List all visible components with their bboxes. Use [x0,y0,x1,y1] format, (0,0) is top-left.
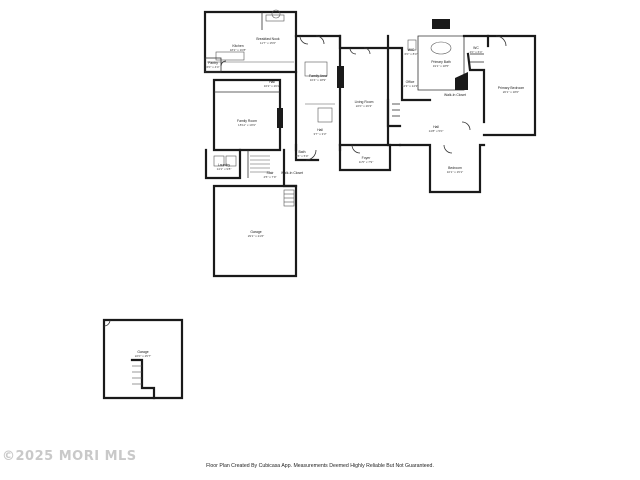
room-label-hall-upper: Hall [269,80,275,84]
garage-main [212,184,298,278]
room-dim-pantry: 6'0" x 4'4" [206,65,219,69]
room-label-bedroom: Bedroom [448,166,462,170]
room-label-walk-in-closet: Walk-In Closet [444,93,466,97]
room-label-living-room: Living Room [355,100,374,104]
floor-plan-disclaimer: Floor Plan Created By Cubicasa App. Meas… [206,463,434,469]
mls-watermark: ©2025 MORI MLS [2,449,137,464]
room-label-wc: WC [473,46,479,50]
living-room-block [338,34,402,147]
room-label-kitchen: Kitchen [232,44,243,48]
room-label-garage-detached: Garage [137,350,148,354]
room-label-laundry: Laundry [218,163,231,167]
room-label-stair: Stair [267,171,275,175]
room-dim-wic-upper: 6'0" x 8'4" [404,52,417,56]
family-room-block [212,78,283,152]
room-label-primary-bath: Primary Bath [431,60,451,64]
room-dim-laundry: 14'1" x 9'8" [217,167,232,171]
room-dim-kitchen: 18'2" x 16'8" [230,48,246,52]
primary-suite-block [386,19,537,137]
room-dim-primary-bedroom: 20'1" x 18'0" [503,90,519,94]
room-label-primary-bedroom: Primary Bedroom [498,86,525,90]
room-label-office: Office [406,80,415,84]
room-dim-garage-detached: 22'0" x 25'7" [135,354,151,358]
room-dim-office: 14'3" x 14'3" [402,84,418,88]
room-dim-breakfast-nook: 11'7" x 15'6" [260,41,276,45]
room-dim-primary-bath: 19'1" x 18'5" [433,64,449,68]
room-label-bath: Bath [299,150,306,154]
room-dim-garage-main: 29'1" x 21'6" [248,234,264,238]
room-dim-bath: 4'6" x 5'0" [295,154,308,158]
garage-detached [102,318,184,400]
room-dim-wc: 4'0" x 6'4" [469,50,482,54]
room-label-garage-main: Garage [250,230,261,234]
room-dim-family-area: 16'4" x 18'9" [310,78,326,82]
room-label-family-room: Family Room [237,119,257,123]
room-label-family-area: Family Area [309,74,327,78]
room-label-hall-right: Hall [433,125,439,129]
room-dim-hall-upper: 16'2" x 26'2" [264,84,280,88]
room-dim-bedroom: 10'1" x 15'1" [447,170,463,174]
room-label-foyer: Foyer [362,156,372,160]
office-block [386,98,486,194]
room-dim-hall-mid: 3'7" x 3'3" [313,132,326,136]
room-label-wic-upper: WIC [408,48,415,52]
room-label-pantry: Pantry [208,61,218,65]
room-dim-hall-right: 14'8" x 5'0" [429,129,444,133]
room-dim-living-room: 22'0" x 26'3" [356,104,372,108]
kitchen-block [203,9,298,74]
room-dim-foyer: 11'5" x 7'9" [359,160,374,164]
room-label-wic: Walk-In Closet [281,171,303,175]
room-dim-stair: 4'5" x 7'9" [263,175,276,179]
room-dim-family-room: 18'11" x 19'9" [238,123,256,127]
room-label-hall-mid: Hall [317,128,323,132]
room-label-breakfast-nook: Breakfast Nook [256,37,279,41]
